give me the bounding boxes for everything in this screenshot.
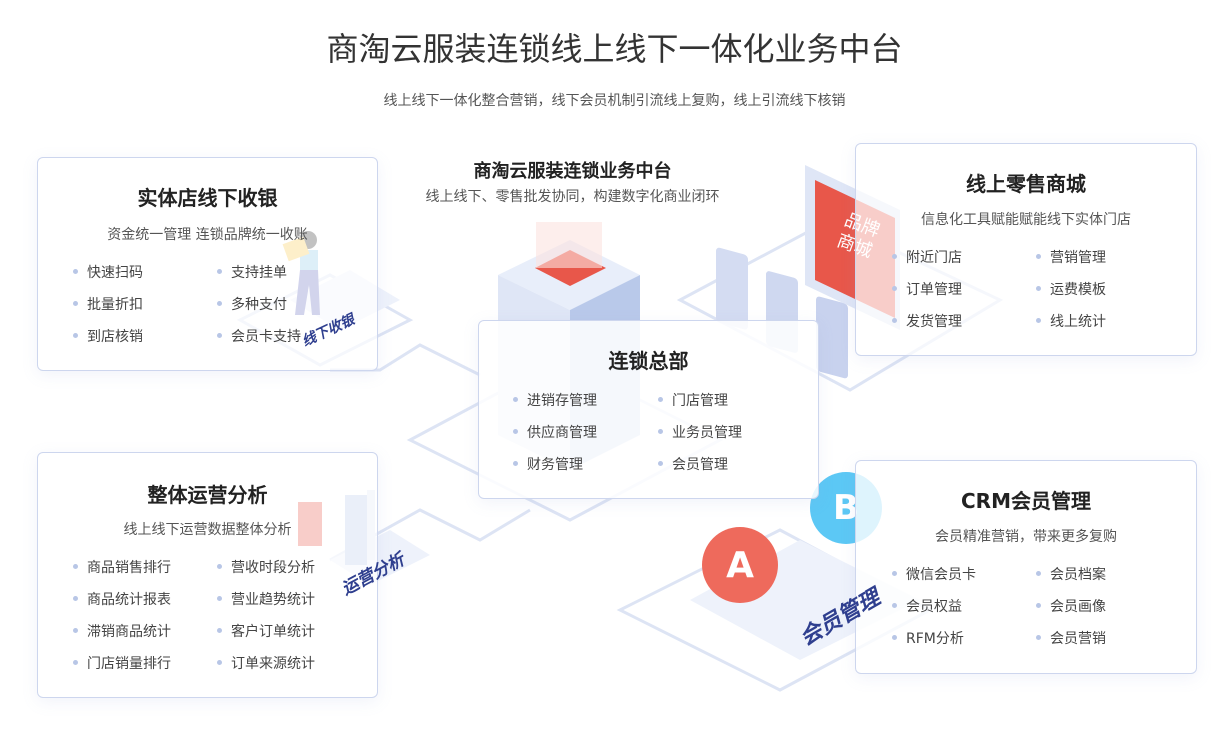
list-item: 会员管理 [658, 454, 728, 474]
list-item: 商品销售排行 [73, 557, 171, 577]
card-title: CRM会员管理 [961, 489, 1091, 513]
center-subheading: 线上线下、零售批发协同，构建数字化商业闭环 [425, 189, 720, 205]
card-subtitle: 会员精准营销，带来更多复购 [935, 529, 1117, 545]
list-item: 批量折扣 [73, 294, 143, 314]
list-item: 支持挂单 [217, 262, 287, 282]
page-subtitle: 线上线下一体化整合营销，线下会员机制引流线上复购，线上引流线下核销 [383, 93, 846, 109]
list-item: 会员营销 [1036, 628, 1106, 648]
card-online-mall: 线上零售商城 信息化工具赋能赋能线下实体门店 附近门店 营销管理 订单管理 运费… [855, 143, 1197, 356]
badge-a-icon [702, 527, 778, 603]
list-item: 客户订单统计 [217, 621, 315, 641]
page-title: 商淘云服装连锁线上线下一体化业务中台 [326, 30, 903, 68]
list-item: 会员档案 [1036, 564, 1106, 584]
badge-b-label: B [833, 488, 859, 528]
card-title: 实体店线下收银 [137, 186, 278, 210]
list-item: 会员卡支持 [217, 326, 301, 346]
card-operation-analysis: 整体运营分析 线上线下运营数据整体分析 商品销售排行 营收时段分析 商品统计报表… [37, 452, 378, 698]
list-item: 订单来源统计 [217, 653, 315, 673]
list-item: 财务管理 [513, 454, 583, 474]
list-item: 多种支付 [217, 294, 287, 314]
list-item: 供应商管理 [513, 422, 597, 442]
list-item: 附近门店 [892, 247, 962, 267]
list-item: 进销存管理 [513, 390, 597, 410]
card-offline-cashier: 实体店线下收银 资金统一管理 连锁品牌统一收账 快速扫码 支持挂单 批量折扣 多… [37, 157, 378, 371]
list-item: 会员权益 [892, 596, 962, 616]
card-crm: CRM会员管理 会员精准营销，带来更多复购 微信会员卡 会员档案 会员权益 会员… [855, 460, 1197, 674]
list-item: 门店管理 [658, 390, 728, 410]
card-chain-hq: 连锁总部 进销存管理 门店管理 供应商管理 业务员管理 财务管理 会员管理 [478, 320, 819, 499]
card-subtitle: 线上线下运营数据整体分析 [123, 522, 292, 538]
list-item: 业务员管理 [658, 422, 742, 442]
card-subtitle: 信息化工具赋能赋能线下实体门店 [921, 212, 1131, 228]
list-item: 微信会员卡 [892, 564, 976, 584]
list-item: 运费模板 [1036, 279, 1106, 299]
list-item: 商品统计报表 [73, 589, 171, 609]
list-item: RFM分析 [892, 628, 964, 648]
list-item: 到店核销 [73, 326, 143, 346]
list-item: 会员画像 [1036, 596, 1106, 616]
card-subtitle: 资金统一管理 连锁品牌统一收账 [107, 227, 308, 243]
list-item: 订单管理 [892, 279, 962, 299]
center-heading: 商淘云服装连锁业务中台 [473, 161, 672, 182]
list-item: 营业趋势统计 [217, 589, 315, 609]
card-title: 整体运营分析 [147, 483, 268, 507]
list-item: 滞销商品统计 [73, 621, 171, 641]
list-item: 快速扫码 [73, 262, 143, 282]
badge-a-label: A [726, 545, 754, 586]
list-item: 营销管理 [1036, 247, 1106, 267]
list-item: 线上统计 [1036, 311, 1106, 331]
card-title: 连锁总部 [608, 349, 689, 373]
list-item: 发货管理 [892, 311, 962, 331]
list-item: 门店销量排行 [73, 653, 171, 673]
card-title: 线上零售商城 [966, 172, 1086, 196]
list-item: 营收时段分析 [217, 557, 315, 577]
